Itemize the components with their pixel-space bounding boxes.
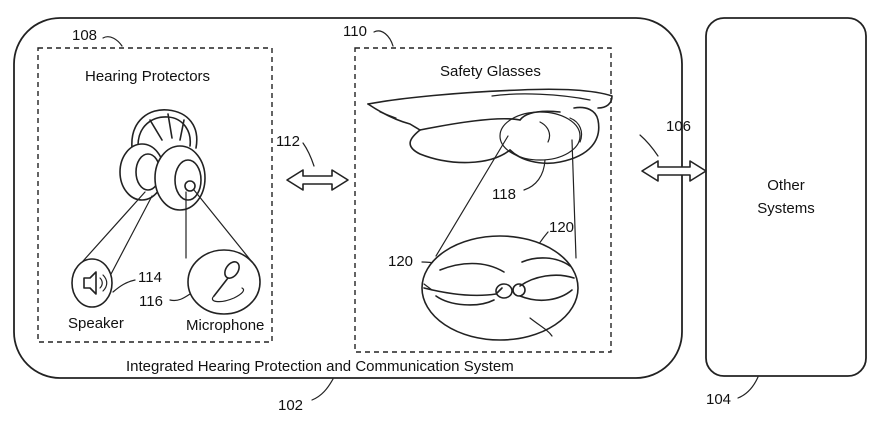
- headphones-icon: [119, 109, 206, 211]
- speaker-circle: [71, 258, 113, 308]
- ref-leader-108: [102, 36, 123, 47]
- ref-106: 106: [666, 118, 691, 135]
- ref-116: 116: [139, 293, 163, 310]
- ref-leader-112: [302, 142, 315, 167]
- internal-link-arrow: [286, 169, 349, 191]
- ref-120-left: 120: [388, 253, 413, 270]
- system-caption: Integrated Hearing Protection and Commun…: [126, 358, 514, 375]
- ref-leader-114: [112, 279, 136, 293]
- ref-104: 104: [706, 391, 731, 408]
- microphone-icon: [211, 261, 245, 303]
- ref-120-right: 120: [549, 219, 574, 236]
- safety-glasses-icon: [367, 88, 613, 165]
- magnified-glasses-icon: [423, 257, 575, 337]
- lens-projection-right: [571, 139, 577, 259]
- ref-114: 114: [138, 269, 162, 286]
- speaker-label: Speaker: [68, 315, 124, 332]
- ref-108: 108: [72, 27, 97, 44]
- speaker-projection-left: [74, 191, 146, 271]
- microphone-label: Microphone: [186, 317, 264, 334]
- other-systems-label-line1: Other: [767, 177, 805, 194]
- external-link-arrow: [641, 160, 707, 182]
- ref-leader-110: [373, 30, 394, 47]
- ref-leader-102: [311, 378, 334, 401]
- hearing-protectors-label: Hearing Protectors: [85, 68, 210, 85]
- ref-leader-106: [639, 134, 659, 157]
- speaker-projection-right: [109, 195, 153, 277]
- ref-110: 110: [343, 23, 367, 40]
- magnified-view: [421, 235, 579, 341]
- ref-leader-116: [169, 293, 191, 302]
- hearing-protectors-box: [37, 47, 273, 343]
- ref-102: 102: [278, 397, 303, 414]
- safety-glasses-box: [354, 47, 612, 353]
- lens-region: [499, 111, 581, 161]
- speaker-icon: [83, 271, 108, 295]
- other-systems-box: [705, 17, 867, 377]
- microphone-projection-right: [193, 189, 253, 263]
- system-box: [13, 17, 683, 379]
- ref-112: 112: [276, 133, 300, 150]
- ref-leader-104: [737, 376, 759, 399]
- other-systems-label-line2: Systems: [757, 200, 815, 217]
- safety-glasses-label: Safety Glasses: [440, 63, 541, 80]
- lens-projection-left: [435, 135, 509, 257]
- ref-118: 118: [492, 186, 516, 203]
- ref-leader-118: [523, 159, 546, 191]
